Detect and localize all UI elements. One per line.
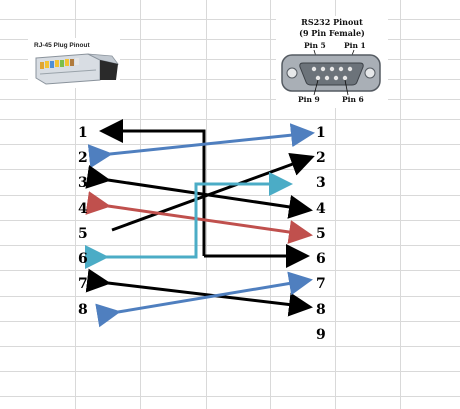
- left-pin-5: 5: [78, 226, 88, 242]
- left-pin-2: 2: [78, 150, 88, 166]
- left-pin-4: 4: [78, 201, 88, 217]
- left-pin-6: 6: [78, 251, 88, 267]
- right-pin-7: 7: [316, 276, 326, 292]
- rs232-subtitle: (9 Pin Female): [299, 28, 365, 38]
- right-pin-9: 9: [316, 327, 326, 343]
- wire-black-left7-right8: [85, 268, 313, 317]
- right-pin-6: 6: [316, 251, 326, 267]
- pin5-label: Pin 5: [304, 41, 326, 50]
- left-pin-8: 8: [78, 302, 88, 318]
- right-pin-5: 5: [316, 226, 326, 242]
- rs232-title: RS232 Pinout: [301, 17, 363, 27]
- pin9-label: Pin 9: [298, 95, 320, 104]
- right-pin-2: 2: [316, 150, 326, 166]
- rj45-plug-icon: RJ-45 Plug Pinout: [28, 38, 120, 88]
- left-pin-labels: 1 2 3 4 5 6 7 8: [78, 125, 88, 318]
- pin1-label: Pin 1: [344, 41, 366, 50]
- left-pin-7: 7: [78, 276, 88, 292]
- left-pin-3: 3: [78, 175, 88, 191]
- wires: [85, 119, 315, 328]
- right-pin-labels: 1 2 3 4 5 6 7 8 9: [316, 125, 326, 343]
- right-pin-4: 4: [316, 201, 326, 217]
- right-pin-1: 1: [316, 125, 326, 141]
- wire-black-right2-left5: [111, 152, 315, 232]
- wire-cyan-left6-right3: [85, 172, 293, 269]
- wire-blue-right1-left2: [87, 123, 315, 169]
- right-pin-8: 8: [316, 302, 326, 318]
- db9-female-connector-icon: RS232 Pinout (9 Pin Female) Pin 5 Pin 1 …: [276, 16, 388, 108]
- left-pin-1: 1: [78, 125, 88, 141]
- rj45-title: RJ-45 Plug Pinout: [34, 42, 90, 49]
- pin6-label: Pin 6: [342, 95, 364, 104]
- wire-blue-right7-left8: [95, 271, 313, 328]
- right-pin-3: 3: [316, 175, 326, 191]
